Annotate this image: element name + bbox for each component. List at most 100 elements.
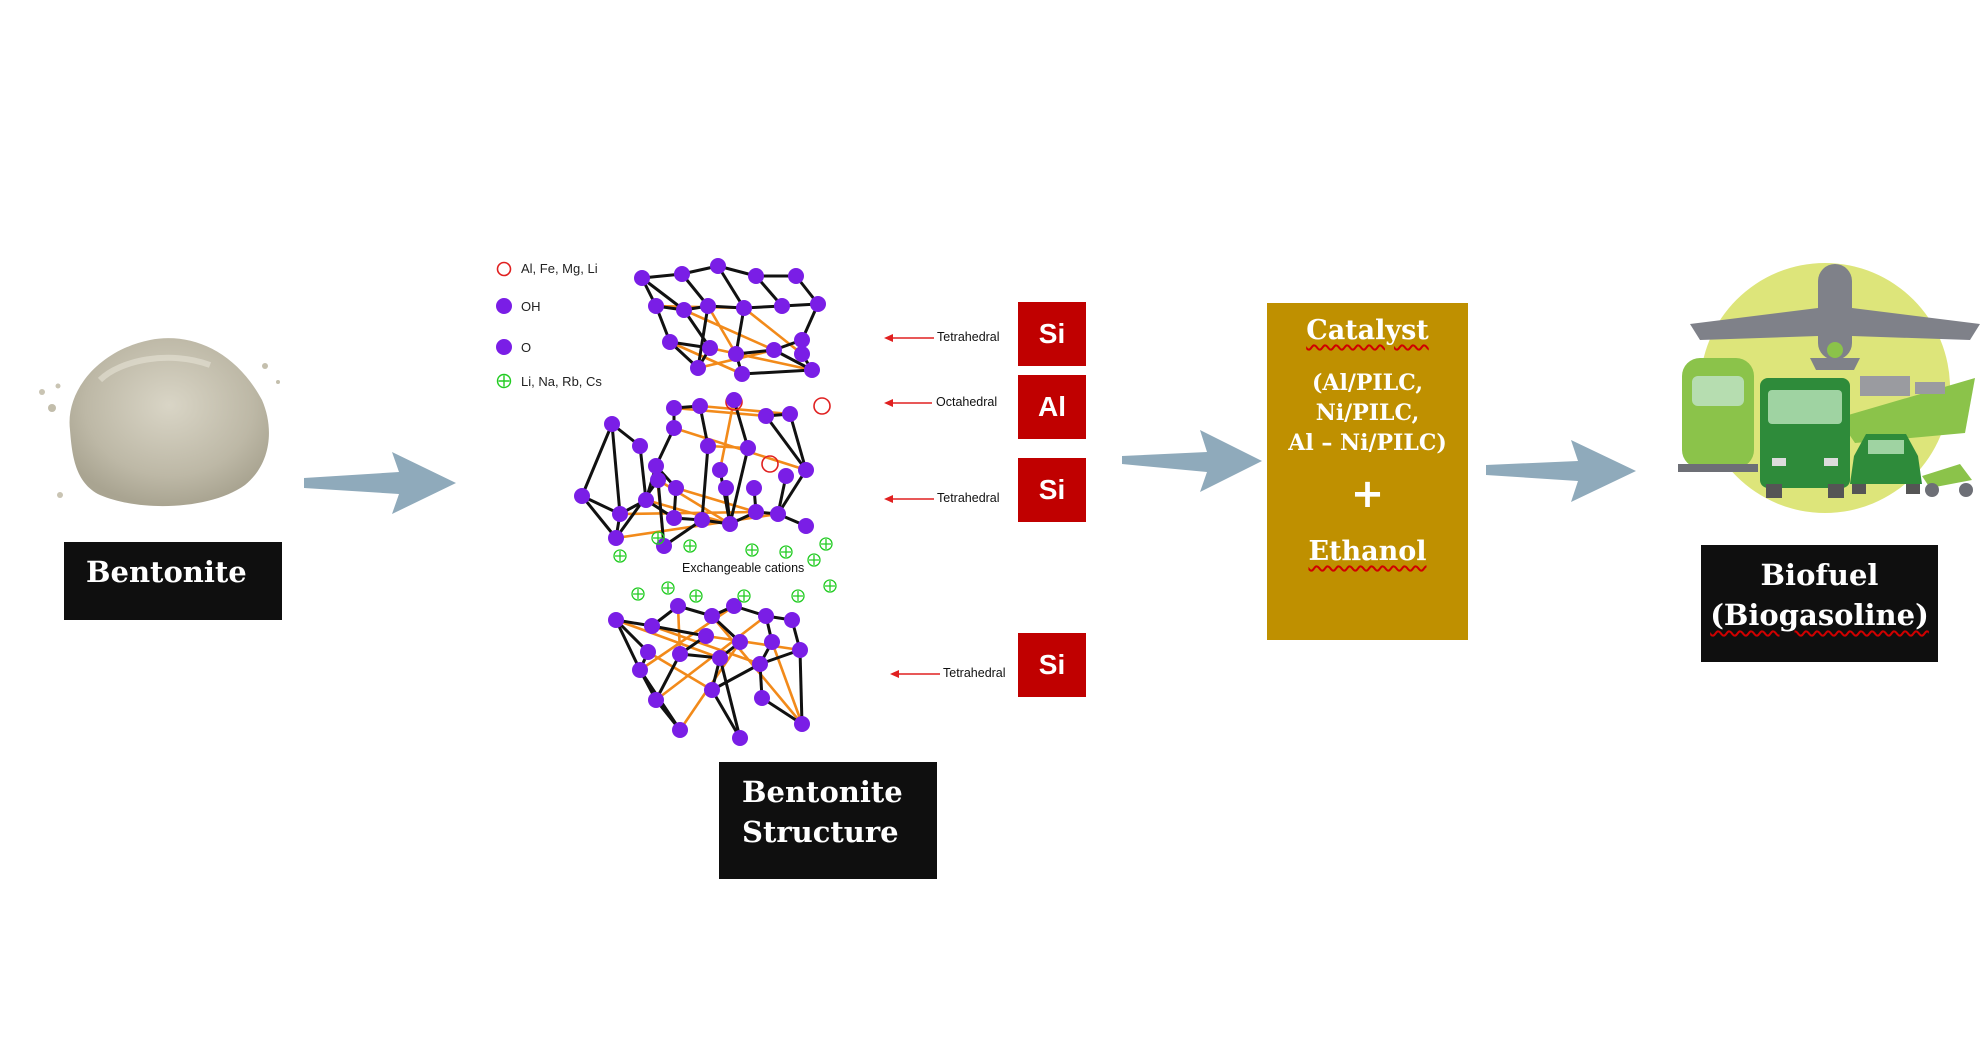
atom-46	[798, 518, 814, 534]
atom-58	[712, 650, 728, 666]
cation-10	[737, 589, 751, 603]
atom-5	[676, 302, 692, 318]
atom-8	[774, 298, 790, 314]
atom-30	[604, 416, 620, 432]
orange-bond-25	[705, 634, 801, 652]
atom-27	[798, 462, 814, 478]
atom-23	[758, 408, 774, 424]
atom-47	[668, 480, 684, 496]
legend-label-3: O	[521, 340, 532, 355]
atom-68	[672, 722, 688, 738]
atom-64	[640, 644, 656, 660]
atom-51	[670, 598, 686, 614]
atom-66	[732, 634, 748, 650]
atom-34	[666, 510, 682, 526]
cation-0	[613, 549, 627, 563]
atom-69	[732, 730, 748, 746]
black-bond-56	[776, 469, 808, 515]
orange-bond-3	[669, 340, 743, 376]
atom-26	[740, 440, 756, 456]
bentonite-structure-diagram	[574, 258, 837, 746]
black-bond-22	[696, 305, 710, 369]
atom-4	[788, 268, 804, 284]
atom-38	[770, 506, 786, 522]
pointer-arrow-1-icon	[884, 334, 934, 342]
atom-35	[694, 512, 710, 528]
pointer-arrow-2-icon	[884, 399, 932, 407]
atom-29	[666, 420, 682, 436]
black-bond-54	[728, 447, 750, 525]
atom-67	[764, 634, 780, 650]
cation-3	[745, 543, 759, 557]
element-box-si-1: Si	[1018, 302, 1086, 366]
atom-19	[794, 346, 810, 362]
bus-icon	[1760, 378, 1850, 498]
legend-oh-dot-icon	[496, 298, 512, 314]
atom-33	[638, 492, 654, 508]
arrow-1-icon	[304, 452, 456, 514]
atom-1	[674, 266, 690, 282]
atom-15	[794, 332, 810, 348]
atom-44	[746, 480, 762, 496]
orange-bond-20	[651, 624, 761, 666]
atom-32	[612, 506, 628, 522]
octahedral-site-1	[813, 397, 831, 415]
atom-41	[650, 472, 666, 488]
black-bond-80	[614, 619, 642, 671]
ship-icon	[1838, 376, 1975, 443]
cation-4	[779, 545, 793, 559]
atom-0	[634, 270, 650, 286]
black-bond-45	[580, 495, 618, 539]
black-bond-42	[614, 479, 660, 539]
orange-bond-8	[673, 406, 767, 418]
octahedral-site-2	[761, 455, 779, 473]
ethanol-label: Ethanol	[1308, 536, 1427, 567]
atom-63	[754, 690, 770, 706]
cation-1	[651, 531, 665, 545]
legend-open-circle-icon	[496, 261, 512, 277]
black-bond-29	[741, 368, 813, 376]
black-bond-53	[732, 399, 750, 449]
airplane-icon	[1690, 264, 1980, 370]
atom-57	[672, 646, 688, 662]
catalyst-box: Catalyst (Al/PILC, Ni/PILC, Al – Ni/PILC…	[1267, 303, 1468, 640]
black-bond-89	[718, 657, 742, 739]
atom-9	[810, 296, 826, 312]
orange-bond-19	[615, 618, 721, 660]
exchangeable-cations-label: Exchangeable cations	[682, 561, 805, 575]
atom-62	[704, 682, 720, 698]
element-box-si-3: Si	[1018, 633, 1086, 697]
atom-59	[752, 656, 768, 672]
orange-bond-9	[699, 404, 791, 416]
atom-45	[778, 468, 794, 484]
scooter-icon	[1922, 464, 1973, 497]
black-bond-91	[798, 649, 804, 725]
orange-bond-17	[675, 486, 757, 514]
pointer-arrow-3-icon	[884, 495, 934, 503]
atom-17	[734, 366, 750, 382]
black-bond-57	[788, 413, 808, 471]
plus-sign: +	[1350, 471, 1385, 517]
atom-16	[690, 360, 706, 376]
atom-18	[804, 362, 820, 378]
catalyst-item-3: Al – Ni/PILC)	[1288, 430, 1447, 456]
pointer-arrow-4-icon	[890, 670, 940, 678]
atom-37	[748, 504, 764, 520]
biofuel-label: Biofuel (Biogasoline)	[1701, 545, 1938, 662]
car-icon	[1850, 434, 1922, 494]
legend-cation-icon	[496, 373, 512, 389]
black-bond-31	[610, 423, 622, 515]
atom-14	[766, 342, 782, 358]
orange-bond-1	[683, 308, 775, 352]
orange-bond-27	[770, 641, 804, 725]
atom-22	[726, 392, 742, 408]
black-bond-10	[641, 276, 685, 312]
atom-10	[648, 298, 664, 314]
orange-bond-4	[709, 346, 813, 372]
black-bond-34	[638, 445, 648, 501]
atom-50	[644, 618, 660, 634]
atom-40	[608, 530, 624, 546]
biofuel-vehicles-image	[1678, 263, 1980, 513]
atom-21	[692, 398, 708, 414]
atom-52	[704, 608, 720, 624]
